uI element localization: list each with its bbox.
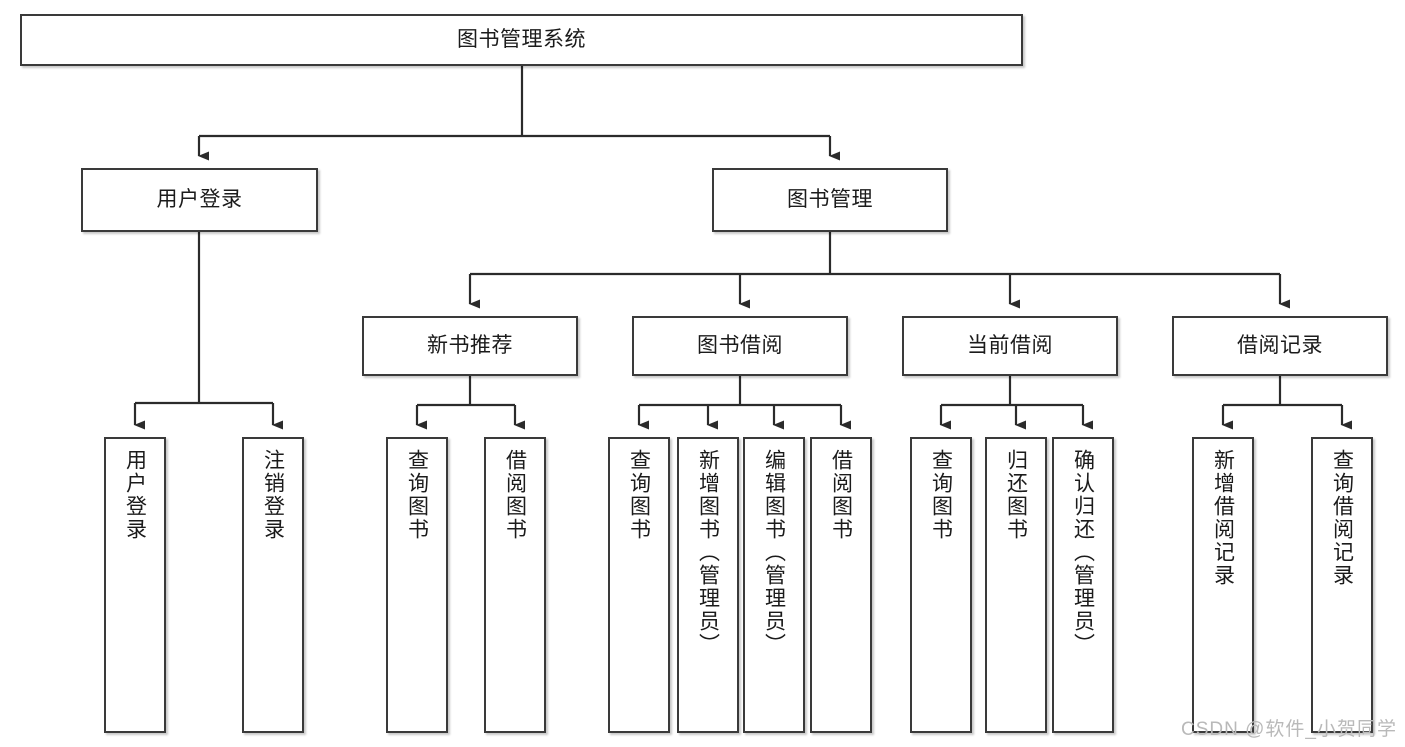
node-leaf-borrow-book-2[interactable]: 借阅图书	[810, 437, 872, 733]
node-leaf-return-book[interactable]: 归还图书	[985, 437, 1047, 733]
node-book-borrow[interactable]: 图书借阅	[632, 316, 848, 376]
node-borrow-record[interactable]: 借阅记录	[1172, 316, 1388, 376]
node-user-login-label: 用户登录	[156, 187, 243, 211]
node-root-label: 图书管理系统	[457, 27, 586, 51]
node-leaf-add-book-label: 新增图书（管理员）	[696, 449, 720, 656]
node-user-login[interactable]: 用户登录	[81, 168, 318, 232]
node-leaf-query-record-label: 查询借阅记录	[1330, 449, 1354, 587]
node-leaf-query-book-2-label: 查询图书	[627, 449, 651, 541]
node-current-borrow-label: 当前借阅	[967, 333, 1053, 357]
node-current-borrow[interactable]: 当前借阅	[902, 316, 1118, 376]
node-leaf-add-record[interactable]: 新增借阅记录	[1192, 437, 1254, 733]
node-leaf-user-login[interactable]: 用户登录	[104, 437, 166, 733]
node-leaf-borrow-book-1[interactable]: 借阅图书	[484, 437, 546, 733]
node-book-manage-label: 图书管理	[787, 187, 873, 211]
node-leaf-confirm-return-label: 确认归还（管理员）	[1071, 449, 1095, 656]
node-leaf-add-book[interactable]: 新增图书（管理员）	[677, 437, 739, 733]
node-leaf-borrow-book-2-label: 借阅图书	[829, 449, 853, 541]
node-new-book-rec[interactable]: 新书推荐	[362, 316, 578, 376]
node-leaf-query-book-3-label: 查询图书	[929, 449, 953, 541]
node-leaf-query-record[interactable]: 查询借阅记录	[1311, 437, 1373, 733]
watermark: CSDN @软件_小贺同学	[1181, 719, 1397, 740]
node-leaf-query-book-2[interactable]: 查询图书	[608, 437, 670, 733]
node-leaf-borrow-book-1-label: 借阅图书	[503, 449, 527, 541]
node-book-borrow-label: 图书借阅	[697, 333, 783, 357]
node-leaf-edit-book-label: 编辑图书（管理员）	[762, 449, 786, 656]
node-leaf-user-login-label: 用户登录	[123, 449, 147, 541]
node-borrow-record-label: 借阅记录	[1237, 333, 1323, 357]
node-leaf-user-logout[interactable]: 注销登录	[242, 437, 304, 733]
node-leaf-return-book-label: 归还图书	[1004, 449, 1028, 541]
node-leaf-query-book-1[interactable]: 查询图书	[386, 437, 448, 733]
node-leaf-query-book-1-label: 查询图书	[405, 449, 429, 541]
node-leaf-user-logout-label: 注销登录	[261, 449, 285, 541]
node-root[interactable]: 图书管理系统	[20, 14, 1023, 66]
node-leaf-confirm-return[interactable]: 确认归还（管理员）	[1052, 437, 1114, 733]
node-leaf-query-book-3[interactable]: 查询图书	[910, 437, 972, 733]
node-book-manage[interactable]: 图书管理	[712, 168, 948, 232]
node-leaf-edit-book[interactable]: 编辑图书（管理员）	[743, 437, 805, 733]
node-leaf-add-record-label: 新增借阅记录	[1211, 449, 1235, 587]
node-new-book-rec-label: 新书推荐	[427, 333, 513, 357]
